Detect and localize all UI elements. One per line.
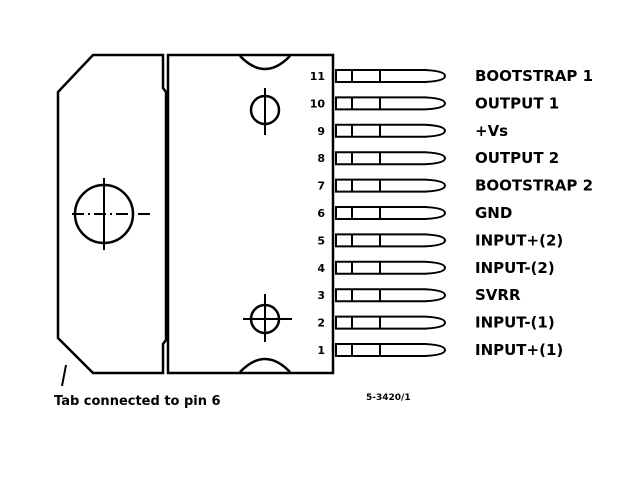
pin-8: 8 OUTPUT 2 [317, 149, 559, 167]
pin-number: 7 [317, 180, 325, 193]
pin-11: 11 BOOTSTRAP 1 [310, 67, 593, 85]
pin-lead [335, 206, 447, 220]
pin-1: 1 INPUT+(1) [317, 341, 563, 359]
pin-lead [335, 178, 447, 193]
pin-lead [335, 233, 447, 248]
bottom-notch [239, 357, 291, 373]
pin-lead [335, 260, 447, 275]
pin-label: GND [475, 204, 512, 222]
pin-number: 4 [317, 262, 325, 275]
pin-3: 3 SVRR [317, 286, 521, 304]
pin-4: 4 INPUT-(2) [317, 259, 554, 277]
pin-lead [335, 123, 447, 138]
top-notch [239, 55, 291, 71]
pin-number: 2 [317, 317, 325, 330]
pin-5: 5 INPUT+(2) [317, 231, 563, 249]
pin-2: 2 INPUT-(1) [317, 314, 554, 332]
pin-label: +Vs [475, 122, 508, 140]
pin-number: 9 [317, 125, 325, 138]
pin-number: 11 [310, 70, 325, 83]
pin-label: INPUT+(1) [475, 341, 563, 359]
pin-number: 6 [317, 207, 325, 220]
pin-lead [335, 288, 447, 303]
pin-7: 7 BOOTSTRAP 2 [317, 177, 593, 195]
tab-caption: Tab connected to pin 6 [54, 394, 221, 409]
pin-10: 10 OUTPUT 1 [310, 94, 560, 112]
pin-lead [335, 96, 447, 111]
pin-number: 1 [317, 344, 325, 357]
pin-list: 11 BOOTSTRAP 1 10 OUTPUT 1 9 +Vs 8 OUTPUT 2 7 BOO… [310, 67, 593, 359]
pin-label: OUTPUT 2 [475, 149, 559, 167]
heatsink-tab [56, 53, 168, 375]
pin-number: 8 [317, 152, 325, 165]
pin-label: INPUT-(1) [475, 314, 555, 332]
pin-label: OUTPUT 1 [475, 94, 559, 112]
pin-label: BOOTSTRAP 2 [475, 177, 593, 195]
pin-lead [335, 315, 447, 330]
pin-number: 5 [317, 234, 325, 247]
pin-9: 9 +Vs [317, 122, 508, 140]
pin-lead [335, 151, 447, 166]
pin-label: INPUT-(2) [475, 259, 555, 277]
pin-lead [335, 69, 447, 83]
pin-6: 6 GND [317, 204, 512, 222]
pin-label: SVRR [475, 286, 521, 304]
pin-label: BOOTSTRAP 1 [475, 67, 593, 85]
package-body [166, 53, 335, 375]
figure-code: 5-3420/1 [366, 393, 411, 403]
pin-label: INPUT+(2) [475, 231, 563, 249]
pin-number: 10 [310, 97, 326, 110]
pin-lead [335, 343, 447, 357]
pin-number: 3 [317, 289, 325, 302]
